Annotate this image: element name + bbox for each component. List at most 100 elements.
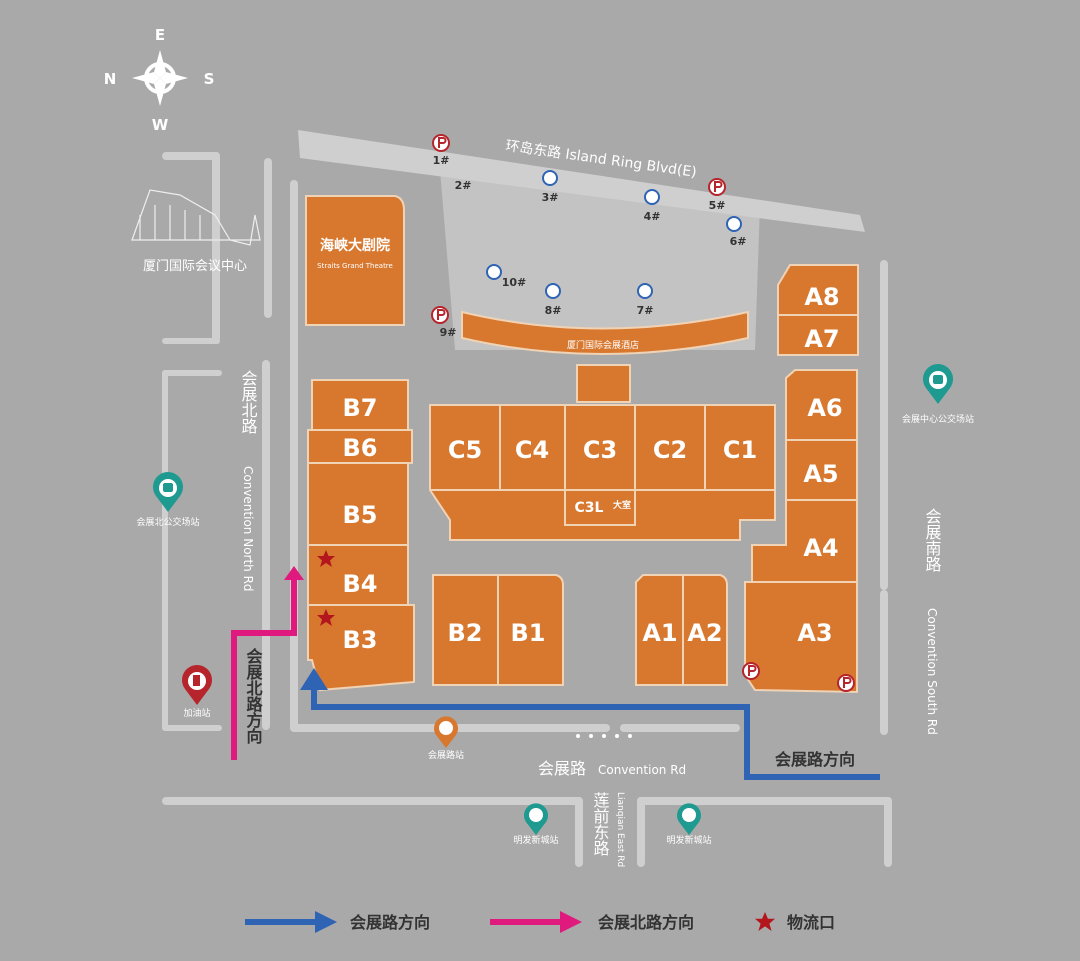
compass-e: E	[155, 26, 165, 44]
pedestrian-icon	[545, 283, 561, 299]
hall-b6-label: B6	[343, 434, 378, 462]
hall-a2-label: A2	[687, 619, 722, 647]
pedestrian-icon	[637, 283, 653, 299]
hotel-label: 厦门国际会展酒店	[567, 339, 639, 351]
parking-icon	[431, 306, 449, 324]
hall-b2-label: B2	[448, 619, 483, 647]
bus-stop-icon	[153, 472, 183, 512]
hall-a5[interactable]	[785, 439, 858, 501]
hotel-connector	[576, 364, 631, 403]
hall-c1[interactable]	[704, 404, 776, 491]
bus-stop-icon	[434, 716, 458, 748]
hall-a1[interactable]	[635, 574, 684, 686]
pedestrian-icon	[486, 264, 502, 280]
hall-c4[interactable]	[499, 404, 566, 491]
marker-7-label: 7#	[637, 304, 654, 317]
bus-stop-icon	[524, 803, 548, 835]
convention-rd-bus-label: 会展路站	[428, 749, 464, 761]
legend-star-label: 物流口	[787, 913, 835, 932]
convention-rd-zh-label: 会展路	[538, 759, 586, 778]
theatre-label: 海峡大剧院	[320, 237, 390, 254]
lianqian-rd-zh-label: 莲前东路	[591, 792, 610, 856]
marker-10-label: 10#	[502, 276, 527, 289]
hall-a3[interactable]	[744, 581, 858, 694]
marker-8-label: 8#	[545, 304, 562, 317]
convention-center-icon	[131, 189, 261, 246]
b-halls: B7 B6 B5 B4 B3 B2 B1	[307, 379, 564, 692]
hall-a6-label: A6	[807, 394, 842, 422]
hall-b4-label: B4	[343, 570, 378, 598]
hall-b7-label: B7	[343, 394, 378, 422]
hall-c5[interactable]	[429, 404, 501, 491]
legend-blue-label: 会展路方向	[350, 913, 430, 932]
hall-c4-label: C4	[515, 436, 549, 464]
marker-9-label: 9#	[440, 326, 457, 339]
north-direction-label: 会展北路方向	[244, 647, 263, 745]
parking-icon	[432, 134, 450, 152]
center-bus-label: 会展中心公交场站	[902, 413, 974, 425]
marker-5-label: 5#	[709, 199, 726, 212]
compass-w: W	[152, 116, 169, 134]
hall-b5[interactable]	[307, 462, 409, 546]
hall-c3-label: C3	[583, 436, 617, 464]
lianqian-rd-en-label: Lianqian East Rd	[615, 792, 625, 867]
hall-b7[interactable]	[311, 379, 409, 431]
compass-n: N	[104, 70, 117, 88]
hall-a8-label: A8	[804, 283, 839, 311]
convention-direction-label: 会展路方向	[775, 750, 855, 769]
convention-rd-en-label: Convention Rd	[598, 763, 686, 777]
bus-stop-icon	[923, 364, 953, 404]
gas-station-icon	[182, 665, 212, 705]
north-bus-label: 会展北公交场站	[136, 516, 199, 528]
hall-a2[interactable]	[682, 574, 728, 686]
hall-b1-label: B1	[511, 619, 546, 647]
marker-4-label: 4#	[644, 210, 661, 223]
mingfa-bus-label-1: 明发新城站	[513, 834, 558, 846]
compass-s: S	[204, 70, 215, 88]
hall-c1-label: C1	[723, 436, 757, 464]
hall-a7[interactable]	[777, 314, 859, 356]
marker-1-label: 1#	[433, 154, 450, 167]
hall-b1[interactable]	[497, 574, 564, 686]
hall-c2-label: C2	[653, 436, 687, 464]
star-icon	[755, 912, 775, 931]
marker-6-label: 6#	[730, 235, 747, 248]
hall-a4-label: A4	[803, 534, 838, 562]
pedestrian-icon	[726, 216, 742, 232]
blue-route-arrow	[300, 668, 880, 780]
hall-c3l-label: C3L	[575, 500, 604, 516]
theatre-label-en: Straits Grand Theatre	[317, 262, 393, 270]
south-rd-en-label: Convention South Rd	[925, 608, 939, 735]
gas-station-label: 加油站	[183, 707, 210, 719]
hall-b3-label: B3	[343, 626, 378, 654]
hall-c3l[interactable]	[564, 489, 636, 526]
pedestrian-icon	[542, 170, 558, 186]
hall-a3-label: A3	[797, 619, 832, 647]
legend: 会展路方向 会展北路方向 物流口	[245, 911, 835, 933]
parking-icon	[837, 674, 855, 692]
a-halls: A1 A2 A8 A7 A6 A5 A4 A3	[635, 264, 859, 694]
north-rd-en-label: Convention North Rd	[241, 466, 255, 592]
theatre[interactable]	[305, 195, 405, 326]
hall-b2[interactable]	[432, 574, 499, 686]
hall-a5-label: A5	[803, 460, 838, 488]
parking-icon	[708, 178, 726, 196]
convention-center-label: 厦门国际会议中心	[143, 259, 247, 274]
bus-stop-icon	[677, 803, 701, 835]
marker-2-label: 2#	[455, 179, 472, 192]
hall-b6[interactable]	[307, 429, 413, 464]
mingfa-bus-label-2: 明发新城站	[666, 834, 711, 846]
hall-b5-label: B5	[343, 501, 378, 529]
compass-icon: E W N S	[104, 26, 215, 134]
hall-c5-label: C5	[448, 436, 482, 464]
logistics-star-icon	[317, 550, 335, 626]
south-rd-zh-label: 会展南路	[923, 508, 942, 572]
marker-3-label: 3#	[542, 191, 559, 204]
hotel[interactable]	[461, 310, 749, 355]
pedestrian-icon	[644, 189, 660, 205]
hall-c3l-sub: 大室	[613, 499, 631, 511]
hall-a1-label: A1	[642, 619, 677, 647]
legend-pink-label: 会展北路方向	[598, 913, 694, 932]
hall-a7-label: A7	[804, 325, 839, 353]
